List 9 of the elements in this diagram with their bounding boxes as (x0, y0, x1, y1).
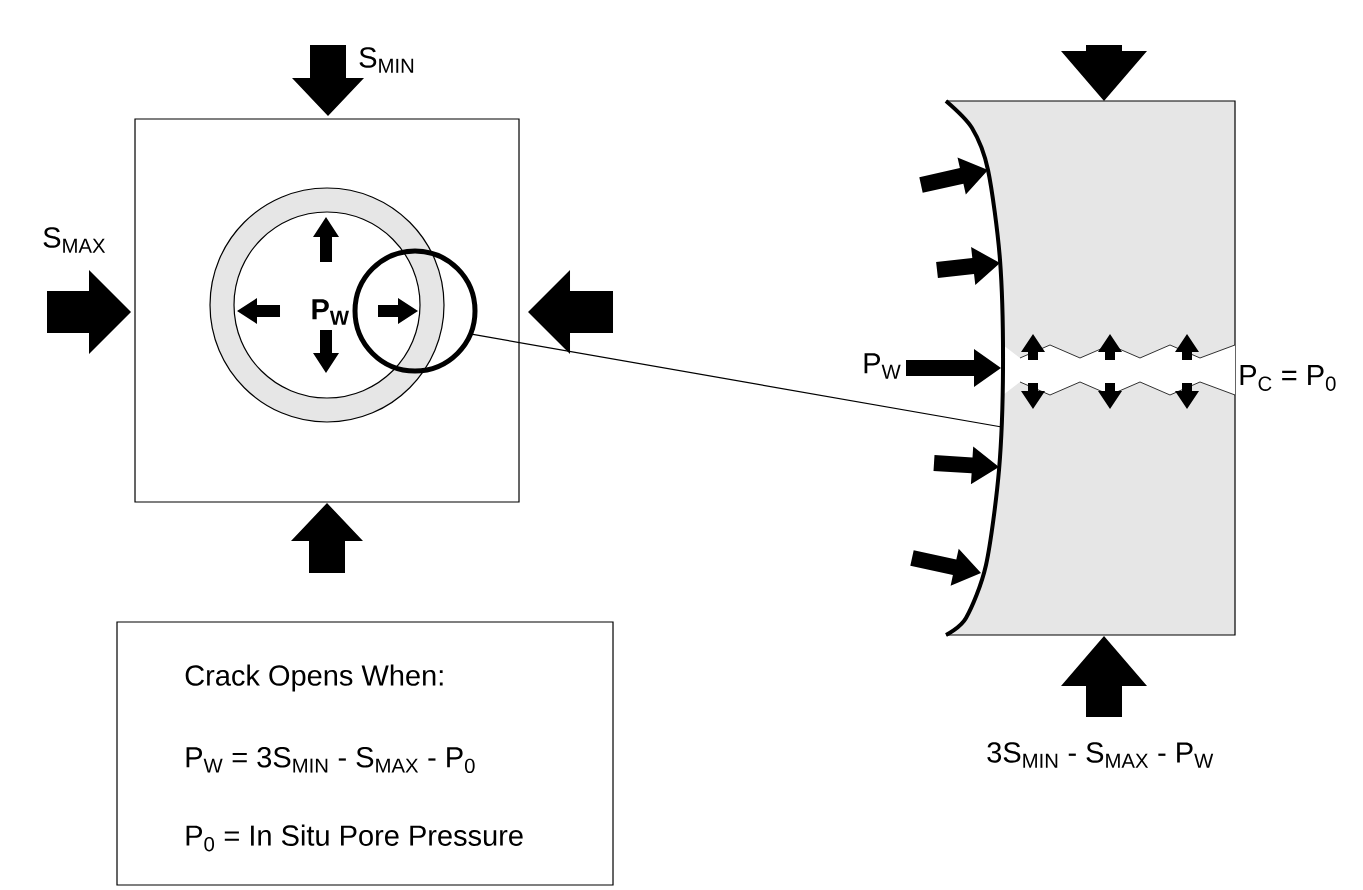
pressure-label: P$_{W}$ (864, 353, 901, 379)
stress-label: S$_{MAX}$ (43, 227, 106, 253)
stress-label: 3S$_{MIN}$ - S$_{MAX}$ - P$_{W}$ (987, 742, 1214, 768)
rock-block (134, 118, 520, 503)
wall-section-drawing (944, 99, 1236, 637)
stress-label: S$_{MIN}$ (359, 47, 414, 73)
note-box: Crack Opens When: P$_{W}$ = 3S$_{MIN}$ - S$_{MAX}$ - P$_{0}$ P$_{0}$ = In Situ Pore Pressure (116, 621, 614, 886)
leader-line (472, 333, 1001, 428)
zoom-circle (352, 248, 478, 374)
